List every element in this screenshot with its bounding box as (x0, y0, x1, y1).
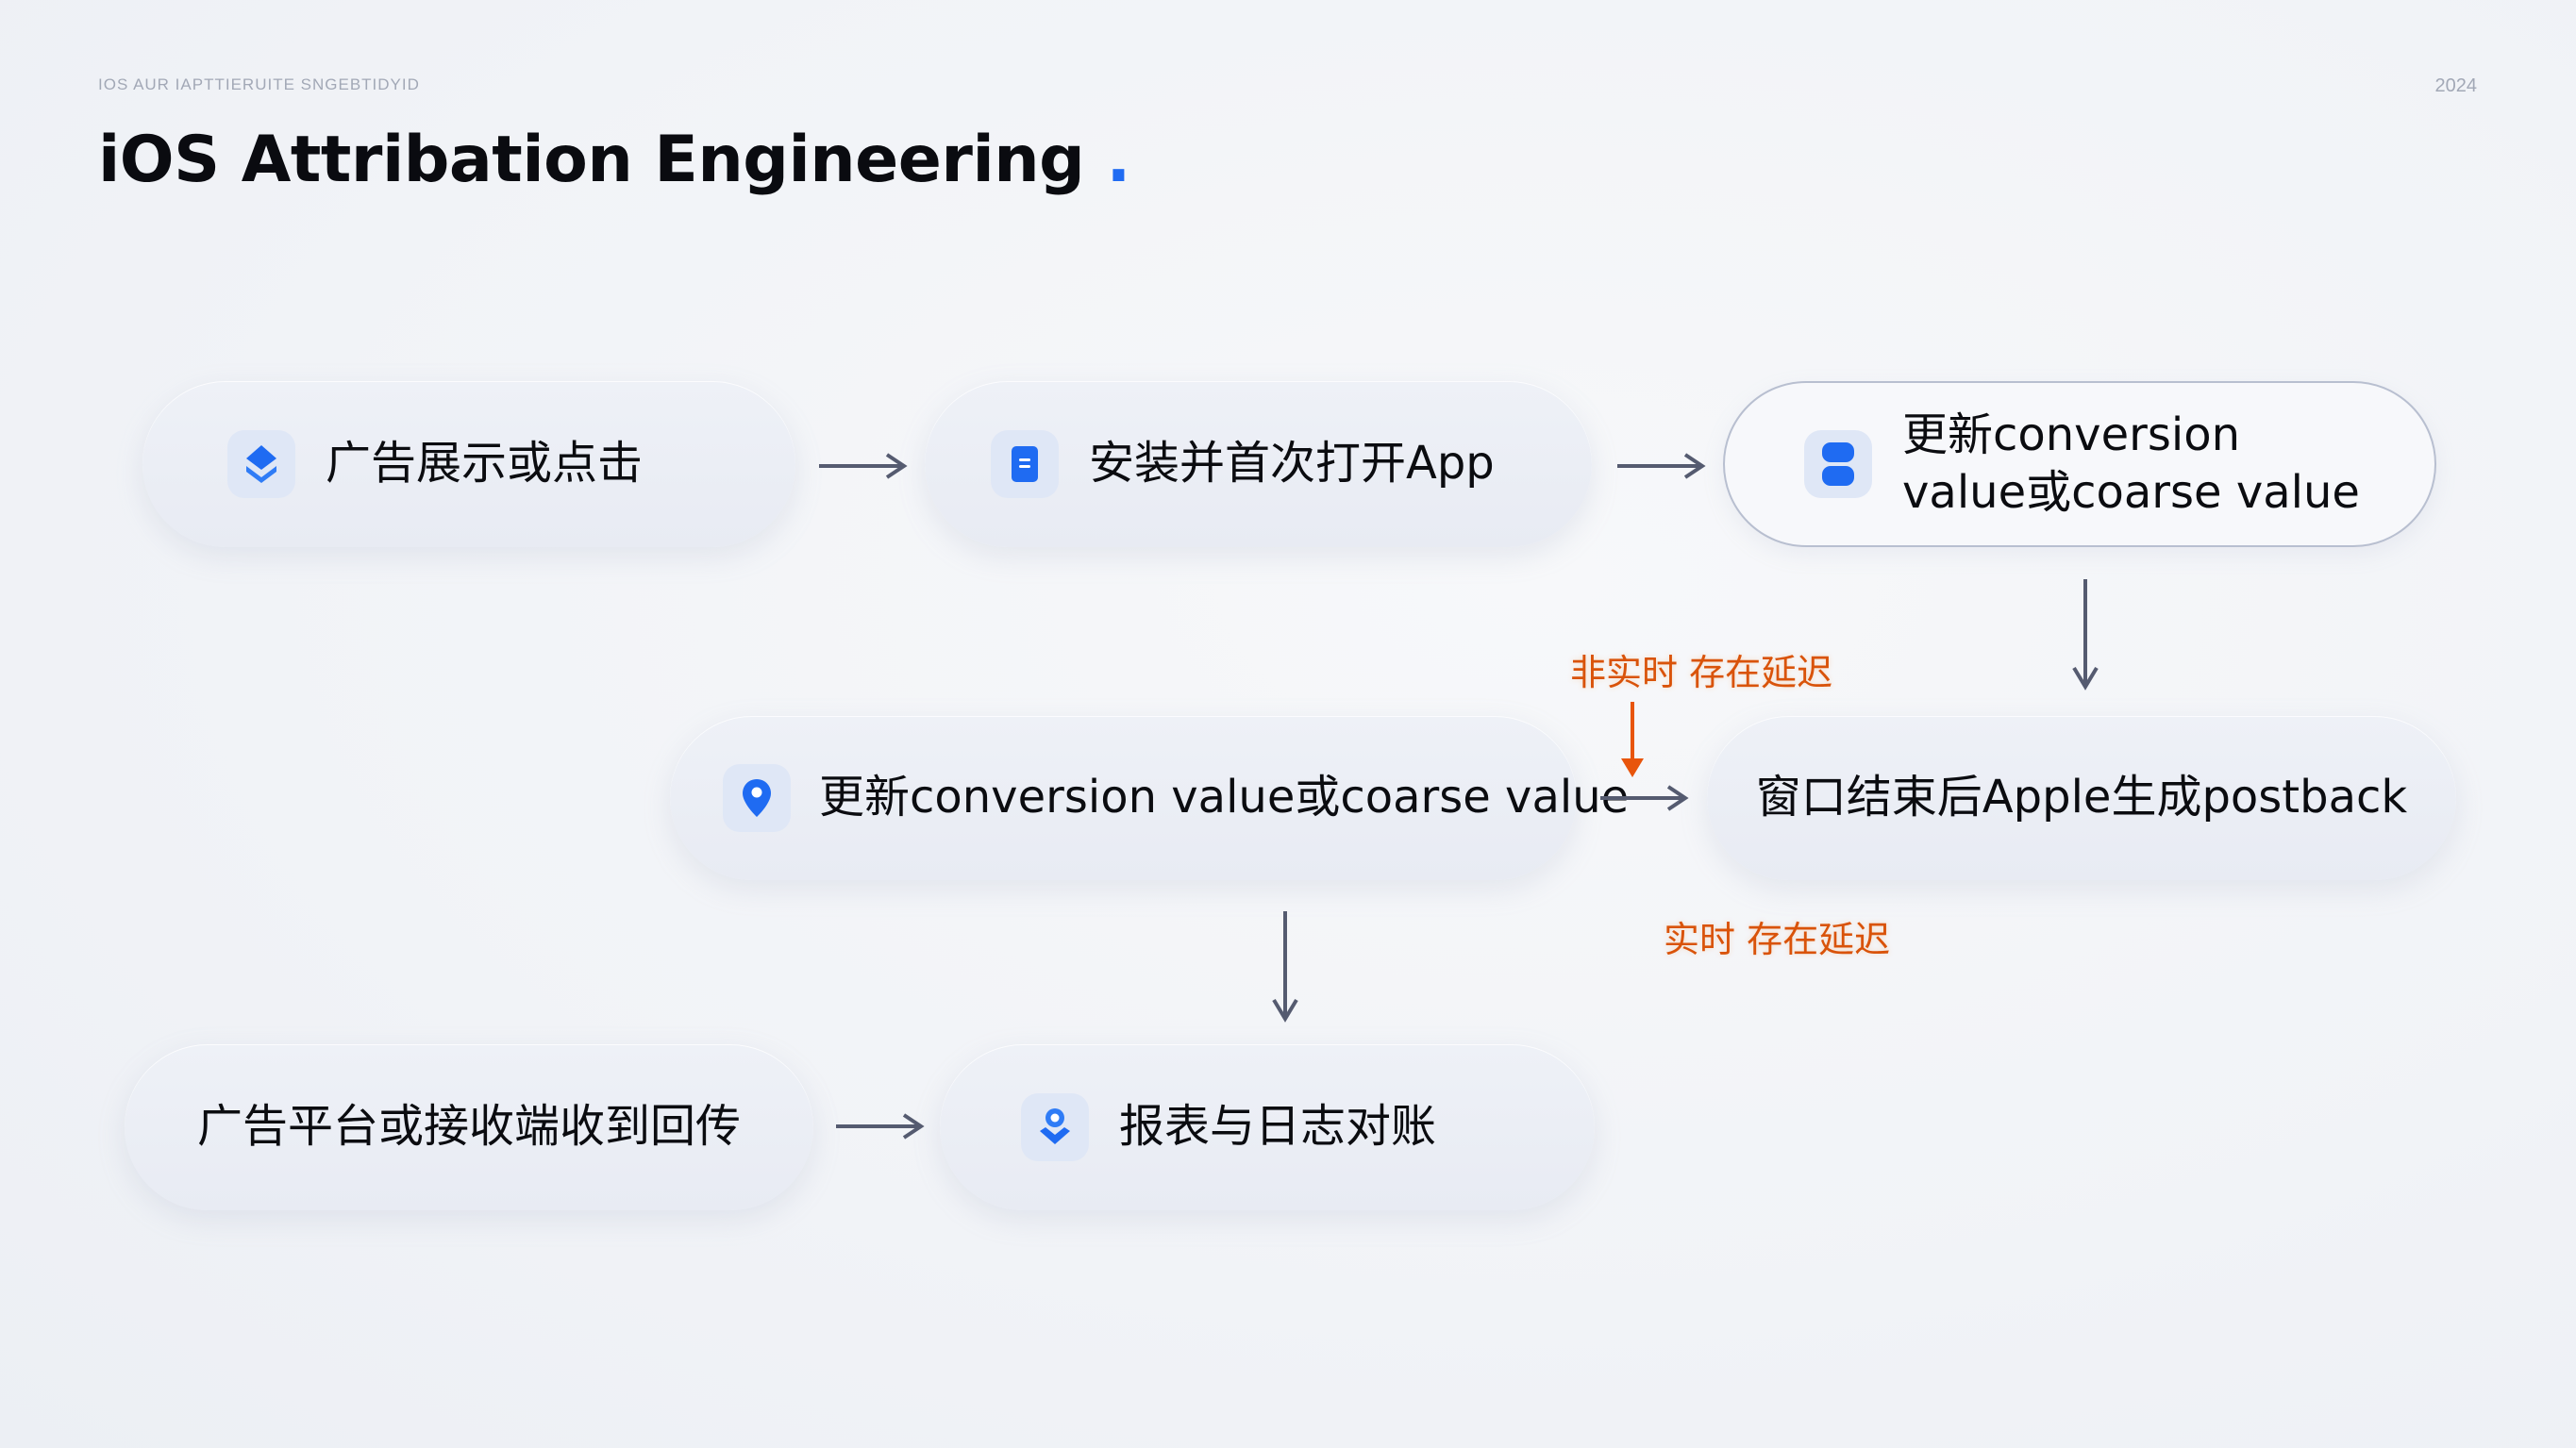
header-kicker: IOS AUR IAPTTIERUITE SNGEBTIDYID (98, 75, 420, 93)
document-icon (991, 430, 1059, 498)
layers-icon (227, 430, 295, 498)
step-label: 更新conversion value或coarse value (819, 771, 1630, 824)
step-label-line2: value或coarse value (1902, 466, 2360, 519)
step-report-reconcile: 报表与日志对账 (940, 1044, 1595, 1210)
step-label: 安装并首次打开App (1089, 437, 1495, 491)
location-check-icon (1021, 1093, 1089, 1161)
page-title: iOS Attribation Engineering . (98, 123, 1130, 197)
step-label: 广告平台或接收端收到回传 (196, 1100, 741, 1154)
arrow-down-1 (2072, 579, 2099, 691)
step-label: 报表与日志对账 (1119, 1100, 1437, 1154)
step-label: 更新conversion value或coarse value (1902, 407, 2360, 523)
arrow-right-3 (1600, 785, 1689, 811)
step-label-line1: 更新conversion (1902, 408, 2240, 461)
location-pin-icon (723, 764, 791, 832)
step-install-first-open: 安装并首次打开App (925, 381, 1592, 547)
header-year: 2024 (2434, 75, 2478, 96)
title-accent-dot: . (1106, 123, 1131, 197)
arrow-right-1 (819, 453, 908, 479)
database-icon (1804, 430, 1872, 498)
step-update-cv-middle: 更新conversion value或coarse value (670, 716, 1629, 880)
non-realtime-note: 非实时 存在延迟 (1570, 652, 1833, 693)
arrow-right-2 (1617, 453, 1706, 479)
realtime-note: 实时 存在延迟 (1664, 919, 1891, 960)
step-apple-postback: 窗口结束后Apple生成postback (1707, 716, 2456, 880)
step-label: 窗口结束后Apple生成postback (1755, 771, 2408, 824)
step-update-cv-top: 更新conversion value或coarse value (1723, 381, 2436, 547)
arrow-down-annotation (1621, 702, 1644, 777)
step-label: 广告展示或点击 (326, 437, 644, 491)
arrow-right-4 (836, 1113, 925, 1140)
page-title-text: iOS Attribation Engineering (98, 123, 1085, 197)
step-platform-receive: 广告平台或接收端收到回传 (125, 1044, 813, 1210)
step-ad-impression-click: 广告展示或点击 (142, 381, 795, 547)
arrow-down-2 (1272, 911, 1298, 1023)
